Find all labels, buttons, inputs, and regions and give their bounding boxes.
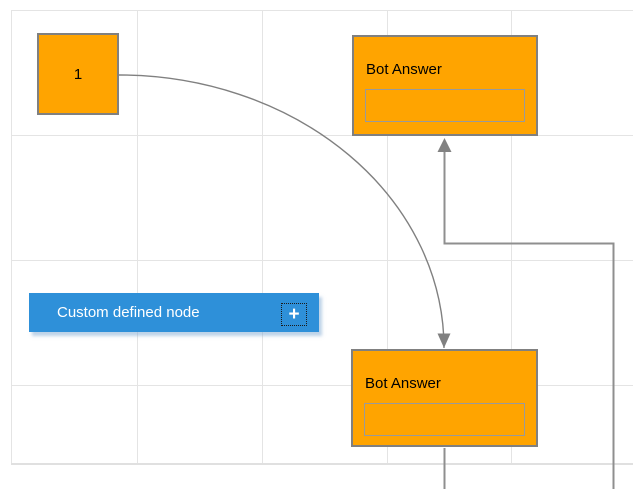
canvas-bottom-border bbox=[11, 463, 633, 465]
connector-curve-start-to-bottom[interactable] bbox=[118, 74, 451, 349]
bot-answer-title: Bot Answer bbox=[366, 61, 442, 78]
custom-defined-node-button[interactable]: Custom defined node + bbox=[29, 293, 319, 332]
node-start-label: 1 bbox=[73, 65, 83, 83]
arrowhead-up-icon bbox=[437, 138, 452, 152]
plus-glyph: + bbox=[288, 304, 300, 325]
connector-loopback-to-top[interactable] bbox=[437, 138, 615, 489]
plus-icon[interactable]: + bbox=[281, 303, 307, 326]
bot-answer-title: Bot Answer bbox=[365, 375, 441, 392]
custom-defined-node-label: Custom defined node bbox=[57, 304, 200, 321]
bot-answer-input[interactable] bbox=[365, 89, 525, 122]
node-bot-answer-bottom[interactable]: Bot Answer bbox=[351, 349, 538, 447]
node-start[interactable]: 1 bbox=[37, 33, 119, 115]
arrowhead-down-icon bbox=[437, 333, 451, 348]
grid-lines bbox=[11, 10, 633, 464]
bot-answer-input[interactable] bbox=[364, 403, 525, 436]
node-bot-answer-top[interactable]: Bot Answer bbox=[352, 35, 538, 136]
